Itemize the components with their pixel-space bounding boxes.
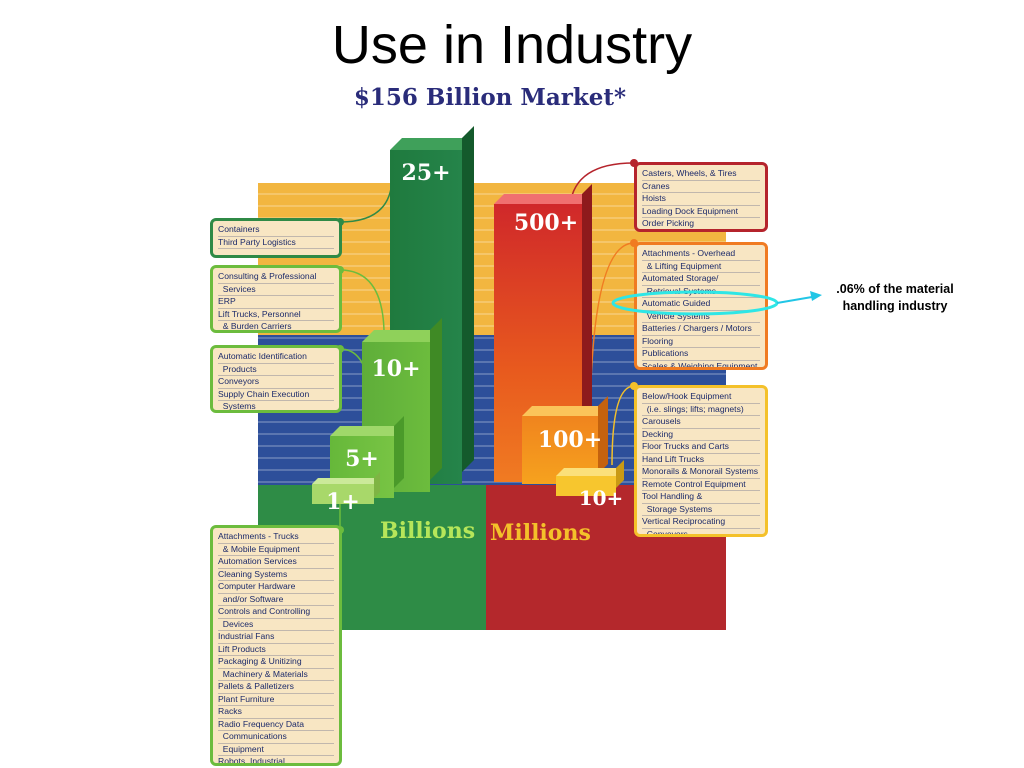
category-item: Automation Services [218, 556, 334, 569]
category-item: (i.e. slings; lifts; magnets) [642, 404, 760, 416]
category-item: Consulting & Professional [218, 271, 334, 284]
category-item: Attachments - Trucks [218, 531, 334, 544]
category-item: Scales & Weighing Equipment [642, 361, 760, 368]
category-item: Order Picking [642, 218, 760, 229]
category-item: Pallets & Palletizers [218, 681, 334, 694]
category-item: Vertical Reciprocating [642, 516, 760, 529]
category-item: Controls and Controlling [218, 606, 334, 619]
box-100-million-categories: Attachments - Overhead & Lifting Equipme… [634, 242, 768, 370]
category-item: Carousels [642, 416, 760, 429]
category-item: Systems [218, 401, 334, 410]
box-100-million-list: Attachments - Overhead & Lifting Equipme… [642, 248, 760, 368]
category-item: Cranes [642, 181, 760, 193]
highlight-ellipse [611, 290, 779, 316]
category-item: Robots, Industrial [218, 756, 334, 763]
category-item: Decking [642, 429, 760, 441]
category-item: Cleaning Systems [218, 569, 334, 581]
category-item: Retrieval Systems [642, 286, 760, 298]
category-item: Computer Hardware [218, 581, 334, 594]
bar-label-5: 5+ [345, 446, 379, 472]
bar-label-25: 25+ [401, 160, 451, 186]
annotation-note-line2: handling industry [842, 299, 948, 313]
highlight-arrowhead [810, 291, 822, 301]
highlight-arrow-line [776, 296, 813, 304]
category-item: Industrial Fans [218, 631, 334, 644]
category-item: Communications [218, 731, 334, 744]
category-item: Remote Control Equipment [642, 479, 760, 491]
category-item: Hoists [642, 193, 760, 206]
category-item: Equipment [218, 744, 334, 756]
category-item: & Lifting Equipment [642, 261, 760, 273]
category-item: Packaging & Unitizing [218, 656, 334, 669]
bar-label-500: 500+ [513, 210, 579, 236]
bar-label-10-million: 10+ [578, 486, 624, 510]
category-item: Hand Lift Trucks [642, 454, 760, 466]
category-item: Automated Storage/ [642, 273, 760, 286]
box-10-million-list: Below/Hook Equipment (i.e. slings; lifts… [642, 391, 760, 535]
category-item: Lift Products [218, 644, 334, 656]
category-item: Radio Frequency Data [218, 719, 334, 731]
category-item: Devices [218, 619, 334, 631]
category-item: Supply Chain Execution [218, 389, 334, 401]
category-item: Casters, Wheels, & Tires [642, 168, 760, 181]
axis-label-millions: Millions [490, 520, 591, 546]
category-item: Vehicle Systems [642, 311, 760, 323]
market-title: $156 Billion Market* [353, 84, 627, 111]
category-item: Monorails & Monorail Systems [642, 466, 760, 479]
category-item: Flooring [642, 336, 760, 348]
category-item: Conveyors [642, 529, 760, 535]
category-item: Conveyors [218, 376, 334, 389]
category-item: & Mobile Equipment [218, 544, 334, 556]
bar-label-100: 100+ [537, 427, 603, 453]
category-item: Publications [642, 348, 760, 361]
category-item: and/or Software [218, 594, 334, 606]
category-item: & Burden Carriers [218, 321, 334, 330]
box-10-million-categories: Below/Hook Equipment (i.e. slings; lifts… [634, 385, 768, 537]
category-item: ERP [218, 296, 334, 309]
axis-label-billions: Billions [380, 518, 476, 544]
category-item: Floor Trucks and Carts [642, 441, 760, 454]
category-item: Loading Dock Equipment [642, 206, 760, 218]
category-item: Plant Furniture [218, 694, 334, 706]
category-item: Containers [218, 224, 334, 237]
category-item: Machinery & Materials [218, 669, 334, 681]
annotation-note: .06% of the material handling industry [820, 281, 970, 315]
connector-m10 [611, 385, 635, 466]
category-item: Tool Handling & [642, 491, 760, 504]
annotation-note-line1: .06% of the material [836, 282, 954, 296]
category-item: Attachments - Overhead [642, 248, 760, 261]
category-item: Racks [218, 706, 334, 719]
slide-title: Use in Industry [331, 15, 693, 75]
category-item: Services [218, 284, 334, 296]
category-item: Automatic Identification [218, 351, 334, 364]
category-item: Third Party Logistics [218, 237, 334, 249]
bar-label-10-billion: 10+ [371, 356, 421, 382]
bar-label-1: 1+ [326, 489, 360, 515]
category-item: Lift Trucks, Personnel [218, 309, 334, 321]
category-item: Storage Systems [642, 504, 760, 516]
category-item: Batteries / Chargers / Motors [642, 323, 760, 336]
category-item: Automatic Guided [642, 298, 760, 311]
category-item: Below/Hook Equipment [642, 391, 760, 404]
connector-b10 [339, 269, 385, 331]
category-item: Products [218, 364, 334, 376]
